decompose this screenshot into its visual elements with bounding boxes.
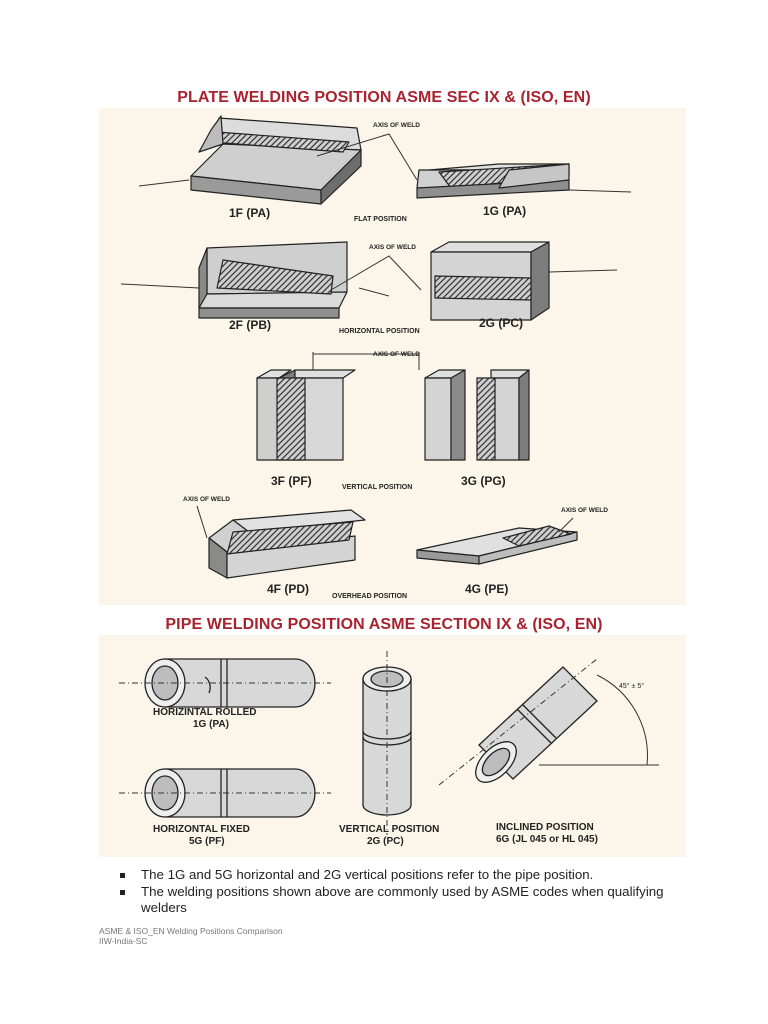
- pipe-2g-drawing: [362, 666, 412, 816]
- weld-4g-drawing: [416, 525, 578, 565]
- flat-position-label: FLAT POSITION: [354, 216, 407, 223]
- axis-of-weld-label: AXIS OF WELD: [561, 507, 608, 514]
- footer-org: IIW-India-SC: [99, 936, 148, 946]
- weld-2g-drawing: [430, 241, 550, 321]
- footer-title: ASME & ISO_EN Welding Positions Comparis…: [99, 926, 283, 936]
- list-item: The welding positions shown above are co…: [118, 884, 678, 916]
- label-2f: 2F (PB): [229, 318, 271, 332]
- pipe-6g-drawing: [475, 666, 598, 783]
- notes-list: The 1G and 5G horizontal and 2G vertical…: [118, 867, 678, 917]
- label-1g: 1G (PA): [483, 204, 527, 218]
- axis-of-weld-label: AXIS OF WELD: [373, 122, 420, 129]
- pipe-1g-code: 1G (PA): [193, 719, 229, 730]
- weld-3g-drawing: [424, 369, 530, 461]
- vertical-position-label: VERTICAL POSITION: [342, 484, 413, 491]
- label-3f: 3F (PF): [271, 474, 312, 488]
- label-4f: 4F (PD): [267, 582, 309, 596]
- axis-of-weld-label: AXIS OF WELD: [369, 244, 416, 251]
- plate-section-title: PLATE WELDING POSITION ASME SEC IX & (IS…: [177, 89, 591, 106]
- pipe-section-title: PIPE WELDING POSITION ASME SECTION IX & …: [165, 616, 603, 633]
- overhead-position-label: OVERHEAD POSITION: [332, 593, 408, 600]
- label-2g: 2G (PC): [479, 316, 524, 330]
- pipe-6g-code: 6G (JL 045 or HL 045): [496, 834, 598, 845]
- label-1f: 1F (PA): [229, 206, 271, 220]
- weld-1f-drawing: [190, 115, 362, 205]
- page-footer: ASME & ISO_EN Welding Positions Comparis…: [99, 926, 283, 946]
- angle-label: 45° ± 5°: [619, 683, 645, 690]
- horizontal-rolled-label: HORIZINTAL ROLLED: [153, 707, 257, 718]
- axis-of-weld-label: AXIS OF WELD: [373, 351, 420, 358]
- bullet-icon: [120, 873, 125, 878]
- bullet-icon: [120, 890, 125, 895]
- horizontal-fixed-label: HORIZONTAL FIXED: [153, 824, 250, 835]
- pipe-2g-code: 2G (PC): [367, 836, 404, 847]
- horizontal-position-label: HORIZONTAL POSITION: [339, 328, 420, 335]
- list-item: The 1G and 5G horizontal and 2G vertical…: [118, 867, 678, 883]
- axis-of-weld-label: AXIS OF WELD: [183, 496, 230, 503]
- weld-3f-drawing: [256, 369, 356, 461]
- weld-4f-drawing: [208, 509, 366, 579]
- weld-1g-drawing: [416, 163, 570, 199]
- vertical-position-label: VERTICAL POSITION: [339, 824, 440, 835]
- pipe-5g-code: 5G (PF): [189, 836, 225, 847]
- label-4g: 4G (PE): [465, 582, 509, 596]
- pipe-positions-figure: HORIZINTAL ROLLED 1G (PA) HORIZONTAL FIX…: [99, 635, 686, 857]
- weld-2f-drawing: [198, 241, 348, 319]
- inclined-position-label: INCLINED POSITION: [496, 822, 594, 833]
- plate-positions-figure: AXIS OF WELD 1F (PA) 1G (PA) FLAT POSITI…: [99, 108, 686, 605]
- label-3g: 3G (PG): [461, 474, 506, 488]
